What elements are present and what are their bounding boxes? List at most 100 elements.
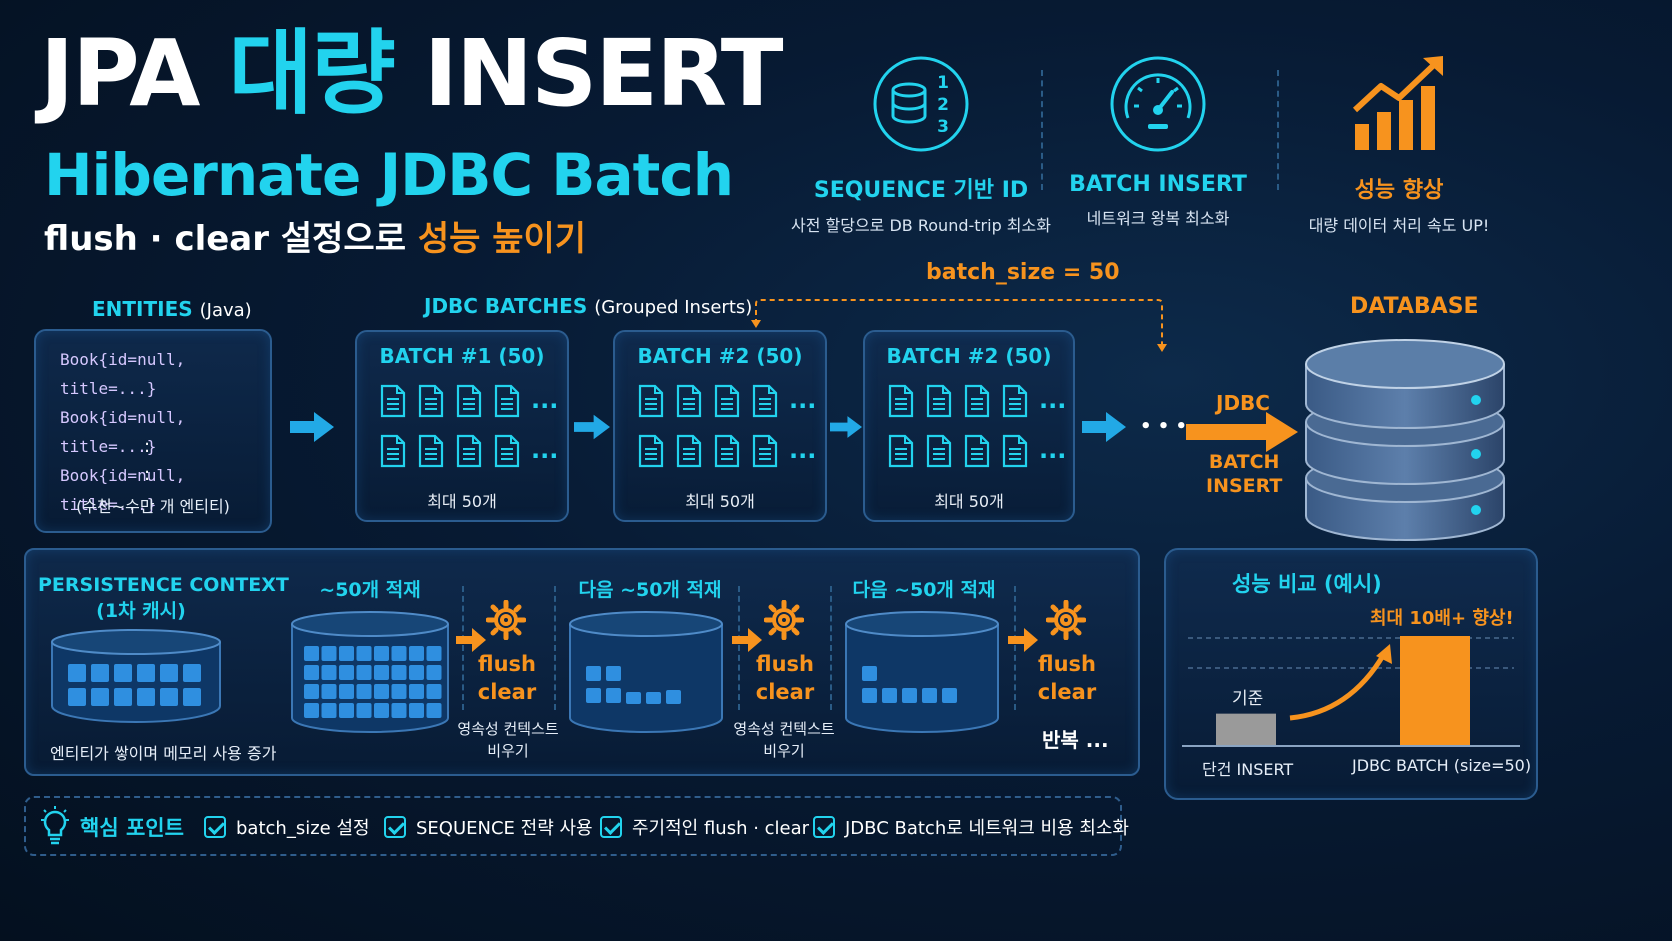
- entity-cell: [426, 703, 442, 718]
- stage-cylinder-icon: [845, 611, 999, 733]
- divider: [1277, 70, 1279, 190]
- clear-desc-line: 영속성 컨텍스트: [457, 720, 559, 738]
- entity-cell: [391, 646, 407, 661]
- cell-group: [586, 666, 681, 704]
- subtitle: Hibernate JDBC Batch: [44, 141, 734, 209]
- entity-cell: [183, 688, 201, 706]
- batch-insert-label: BATCH INSERT: [1206, 450, 1282, 498]
- document-icon: [379, 384, 407, 422]
- cache-cylinder-icon: [51, 629, 221, 723]
- ellipsis: ...: [789, 386, 817, 414]
- entities-label-main: ENTITIES: [92, 297, 193, 321]
- comparison-highlight: 최대 10배+ 향상!: [1370, 608, 1514, 629]
- persistence-title: PERSISTENCE CONTEXT (1차 캐시): [38, 572, 289, 624]
- orange-arrow-icon: [456, 628, 486, 652]
- document-icon: [637, 384, 665, 422]
- batch-panel-3: BATCH #2 (50) ...... 최대 50개: [863, 330, 1075, 522]
- checkbox-icon: [600, 816, 622, 838]
- document-icon: [493, 384, 521, 422]
- key-point-text: JDBC Batch로 네트워크 비용 최소화: [845, 818, 1129, 839]
- batch-title: BATCH #1 (50): [379, 344, 545, 368]
- cell-group: [304, 646, 442, 718]
- key-points-title: 핵심 포인트: [80, 816, 184, 840]
- entity-cell: [356, 684, 372, 699]
- entity-cell: [409, 684, 424, 699]
- jdbc-label: JDBC: [1216, 391, 1270, 415]
- entity-cell: [339, 646, 354, 661]
- entity-cell: [409, 646, 424, 661]
- orange-arrow-icon: [1008, 628, 1038, 652]
- divider: [830, 586, 832, 710]
- divider: [1041, 70, 1043, 190]
- document-grid: ......: [379, 384, 561, 472]
- entity-cell: [374, 703, 389, 718]
- entity-cell: [321, 703, 337, 718]
- flow-arrow-icon: [574, 414, 610, 440]
- cell-group: [862, 666, 957, 703]
- checkbox-icon: [813, 816, 835, 838]
- stage-cylinder-icon: [569, 611, 723, 733]
- stage-label: 다음 ~50개 적재: [852, 579, 996, 601]
- clear-text: clear: [477, 680, 537, 704]
- bar-single-insert: [1216, 713, 1276, 746]
- feature-sequence: 1 2 3 SEQUENCE 기반 ID 사전 할당으로 DB Round-tr…: [786, 54, 1056, 236]
- entity-cell: [339, 665, 354, 680]
- flow-arrow-icon: [290, 412, 334, 442]
- gear-icon: [764, 600, 804, 640]
- database-label: DATABASE: [1350, 294, 1479, 319]
- batch-size-label: batch_size = 50: [926, 260, 1120, 285]
- entity-cell: [160, 664, 178, 682]
- document-icon: [379, 434, 407, 472]
- document-icon: [675, 384, 703, 422]
- comparison-panel: [1164, 548, 1538, 800]
- entity-cell: [183, 664, 201, 682]
- key-point-text: batch_size 설정: [236, 818, 370, 839]
- entity-cell: [426, 684, 442, 699]
- document-icon: [963, 434, 991, 472]
- entity-cell: [114, 664, 132, 682]
- batch-foot: 최대 50개: [685, 492, 755, 511]
- comparison-chart: [1182, 636, 1520, 747]
- feature-desc: 대량 데이터 처리 속도 UP!: [1308, 216, 1490, 235]
- feature-desc: 사전 할당으로 DB Round-trip 최소화: [791, 216, 1051, 235]
- x-label: 단건 INSERT: [1202, 760, 1294, 779]
- title-jpa: JPA: [40, 20, 229, 127]
- flush-text: flush: [756, 652, 814, 676]
- stage-label: ~50개 적재: [319, 579, 421, 601]
- key-point-item: JDBC Batch로 네트워크 비용 최소화: [813, 814, 1129, 840]
- entity-cell: [391, 684, 407, 699]
- bar-jdbc-batch: [1400, 636, 1470, 746]
- entity-cell: [68, 688, 86, 706]
- document-icon: [455, 384, 483, 422]
- key-point-text: 주기적인 flush · clear: [632, 818, 810, 839]
- entity-cell: [374, 665, 389, 680]
- growth-curve: [1289, 652, 1387, 721]
- batch-panel-2: BATCH #2 (50) ...... 최대 50개: [613, 330, 827, 522]
- entities-panel: Book{id=null, title=...} Book{id=null, t…: [34, 329, 272, 533]
- seq-digit-3: 3: [937, 117, 949, 137]
- ellipsis: ...: [1039, 386, 1067, 414]
- clear-text: clear: [755, 680, 815, 704]
- key-point-item: 주기적인 flush · clear: [600, 814, 809, 840]
- key-points-panel: [24, 796, 1122, 856]
- ellipsis: ...: [789, 436, 817, 464]
- entity-cell: [356, 665, 372, 680]
- entity-cell: [160, 688, 178, 706]
- gear-icon: [486, 600, 526, 640]
- repeat-label: 반복 ...: [1042, 728, 1109, 752]
- divider: [462, 586, 464, 710]
- orange-arrow-icon: [732, 628, 762, 652]
- document-icon: [455, 434, 483, 472]
- batch-size-bracket: [751, 299, 1167, 352]
- database-sequence-icon: 1 2 3: [873, 56, 969, 152]
- flush-clear: flush clear: [470, 650, 544, 706]
- checkbox-icon: [384, 816, 406, 838]
- document-grid: ......: [637, 384, 819, 472]
- document-icon: [925, 434, 953, 472]
- feature-performance: 성능 향상 대량 데이터 처리 속도 UP!: [1264, 54, 1534, 236]
- key-point-item: SEQUENCE 전략 사용: [384, 814, 593, 840]
- clear-desc: 영속성 컨텍스트 비우기: [726, 718, 842, 762]
- feature-batch: BATCH INSERT 네트워크 왕복 최소화: [1023, 54, 1293, 229]
- document-icon: [963, 384, 991, 422]
- batch-title: BATCH #2 (50): [886, 344, 1052, 368]
